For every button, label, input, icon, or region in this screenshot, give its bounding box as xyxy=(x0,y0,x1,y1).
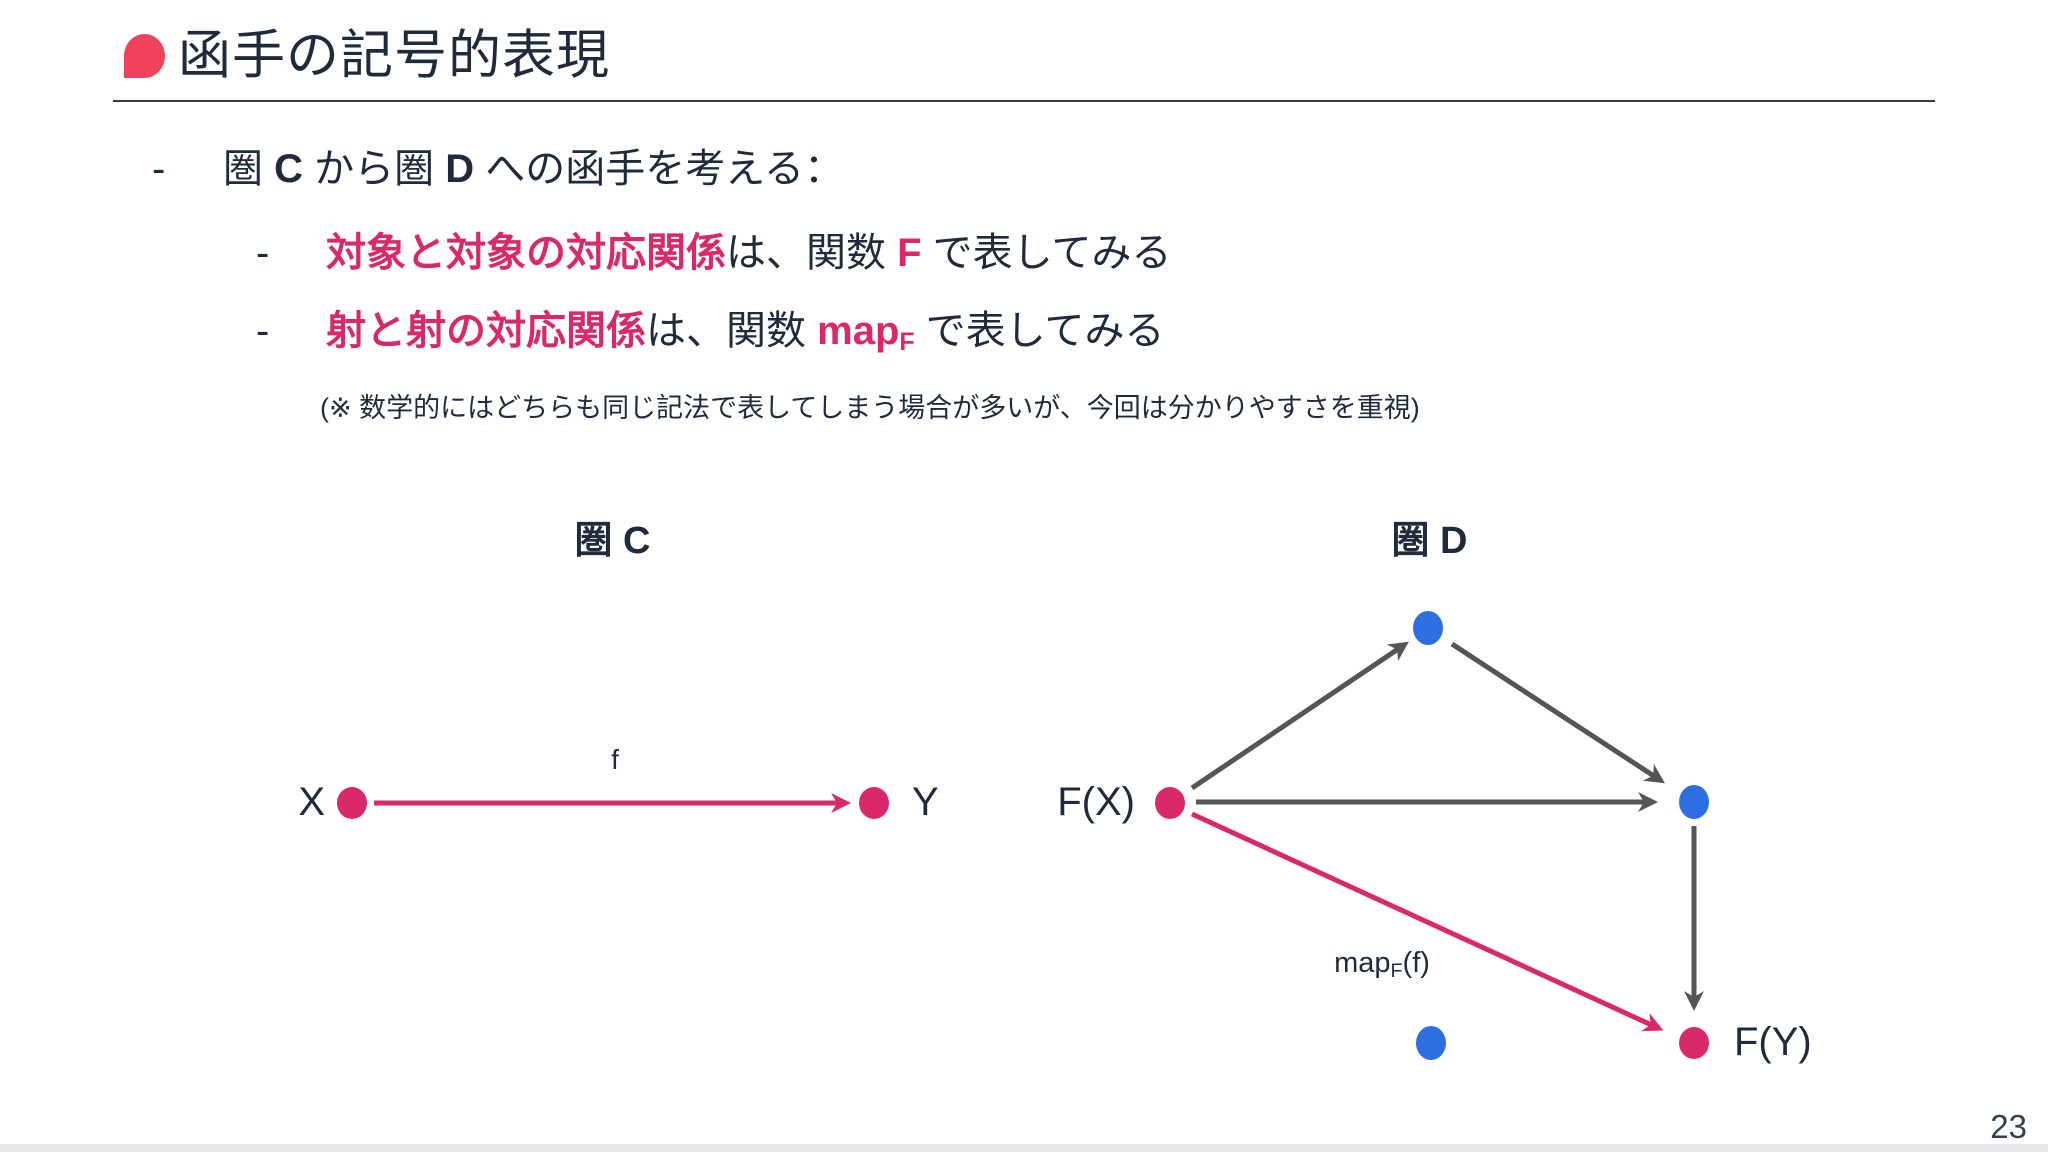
bullet1-dash: - xyxy=(152,147,166,191)
bullet2-dash: - xyxy=(256,231,270,275)
category-c-title: 圏 C xyxy=(574,520,651,562)
bullet1-category-d: D xyxy=(445,147,475,191)
bullet3-emphasis: 射と射の対応関係 xyxy=(326,309,646,353)
bullet2-post: で表してみる xyxy=(921,231,1172,275)
object-label-x: X xyxy=(298,780,325,824)
title-bullet-icon xyxy=(124,34,165,78)
mapf-main: map xyxy=(1334,947,1391,979)
bullet1-category-c: C xyxy=(274,147,304,191)
bullet3-text: 射と射の対応関係は、関数 mapF で表してみる xyxy=(326,308,1164,358)
mapf-argument: (f) xyxy=(1402,947,1430,979)
object-label-fy: F(Y) xyxy=(1734,1020,1812,1064)
bullet3-map-subscript: F xyxy=(899,329,915,357)
bullet3-mid: は、関数 xyxy=(646,309,818,353)
arrow-fx-to-top xyxy=(1190,641,1409,791)
bottom-edge-strip xyxy=(0,1144,2048,1152)
object-dot-right xyxy=(1679,785,1709,819)
object-dot-x xyxy=(337,787,367,819)
bullet2-function-f: F xyxy=(897,231,922,275)
bullet3-function-map: map xyxy=(817,309,900,353)
object-dot-top xyxy=(1413,611,1443,645)
footnote-text: (※ 数学的にはどちらも同じ記法で表してしまう場合が多いが、今回は分かりやすさを… xyxy=(320,393,1420,423)
bullet1-post: への函手を考える： xyxy=(474,147,845,191)
morphism-label-f: f xyxy=(611,744,619,775)
bullet2-text: 対象と対象の対応関係は、関数 F で表してみる xyxy=(326,230,1171,276)
title-divider xyxy=(113,100,1935,102)
bullet1-pre: 圏 xyxy=(223,147,275,191)
page-title: 函手の記号的表現 xyxy=(178,26,610,85)
bullet3-post: で表してみる xyxy=(914,309,1165,353)
bullet2-emphasis: 対象と対象の対応関係 xyxy=(326,231,726,275)
object-label-fx: F(X) xyxy=(1057,780,1135,824)
bullet2-mid: は、関数 xyxy=(726,231,898,275)
page-number: 23 xyxy=(1990,1108,2027,1145)
bullet3-dash: - xyxy=(256,309,270,353)
arrow-mapf xyxy=(1190,811,1664,1032)
object-dot-fy xyxy=(1679,1027,1709,1059)
object-dot-bottom-left xyxy=(1416,1026,1446,1060)
bullet1-text: 圏 C から圏 D への函手を考える： xyxy=(223,146,844,192)
mapf-subscript: F xyxy=(1390,959,1403,982)
bullet1-mid: から圏 xyxy=(303,147,446,191)
object-dot-fx xyxy=(1155,787,1185,819)
object-dot-y xyxy=(859,787,889,819)
category-d-title: 圏 D xyxy=(1391,520,1468,562)
object-label-y: Y xyxy=(912,780,939,824)
morphism-label-mapf: mapF(f) xyxy=(1282,947,1482,983)
arrow-top-to-right xyxy=(1450,641,1666,784)
